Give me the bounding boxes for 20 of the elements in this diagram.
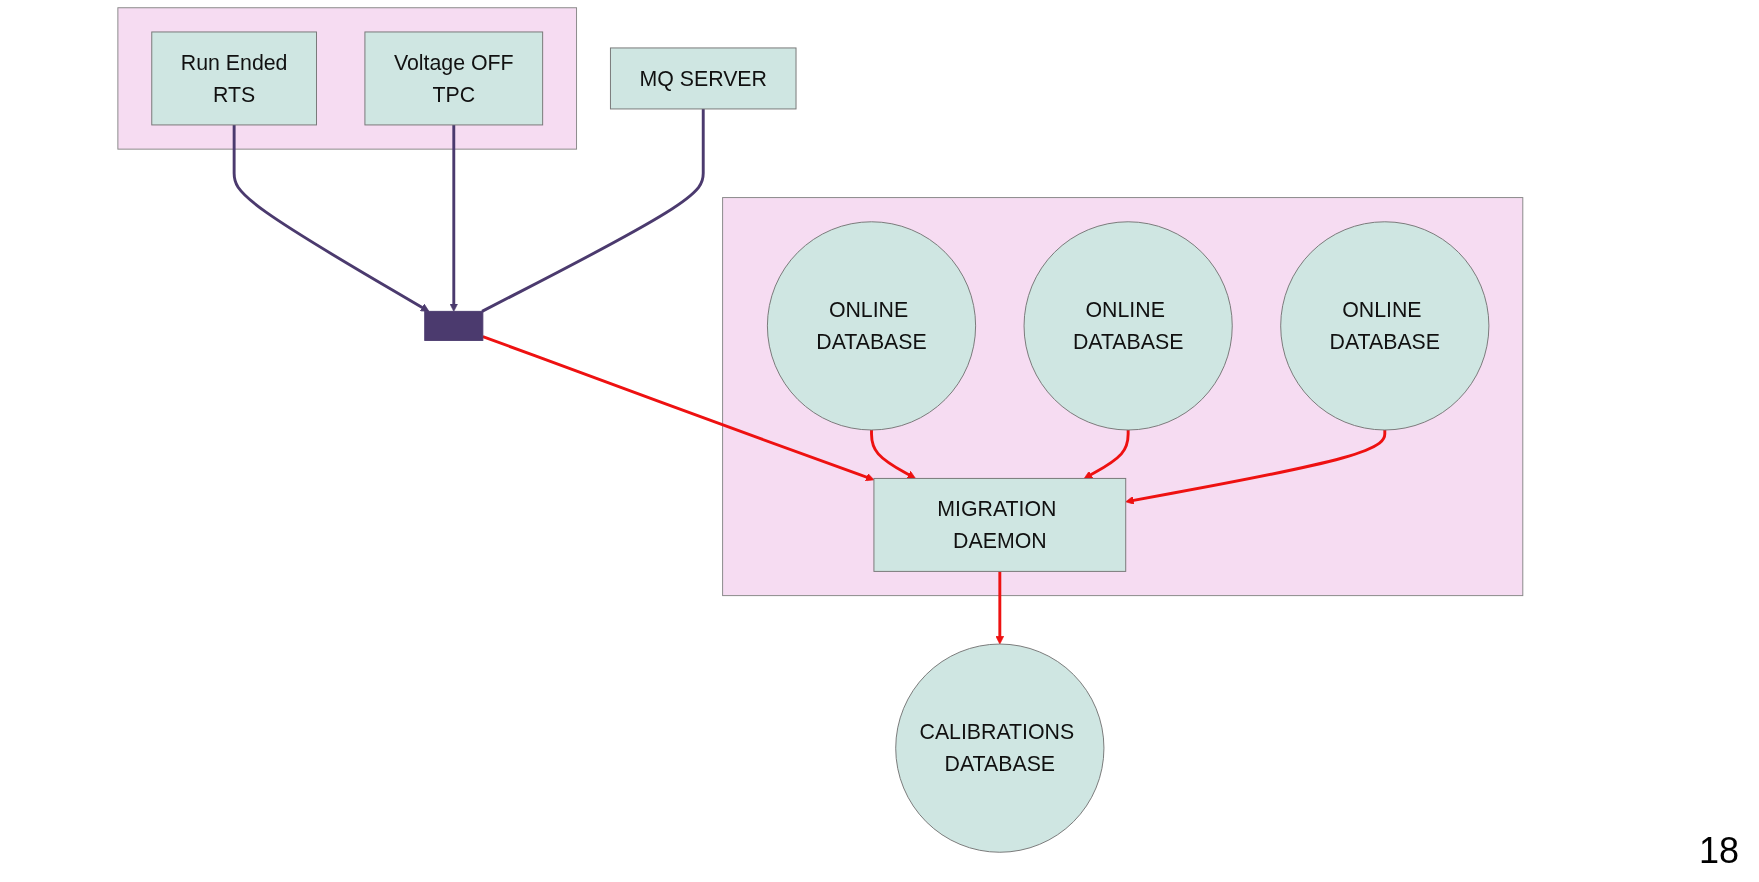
node-box: MQ SERVER [609, 47, 797, 110]
node-circle: ONLINE DATABASE [766, 221, 976, 431]
connector [481, 108, 705, 313]
arrow [449, 124, 458, 312]
arrow [995, 571, 1004, 645]
node-bar [423, 310, 483, 341]
node-box: Voltage OFF TPC [364, 31, 543, 126]
node-circle: ONLINE DATABASE [1023, 221, 1233, 431]
node-box: Run Ended RTS [150, 31, 317, 126]
arrow [232, 124, 429, 312]
cluster [721, 197, 1523, 597]
cluster [117, 7, 577, 150]
arrow [869, 430, 916, 479]
arrow [1125, 430, 1386, 505]
node-circle: ONLINE DATABASE [1279, 221, 1490, 431]
arrow [1083, 430, 1130, 479]
node-box: MIGRATION DAEMON [873, 477, 1126, 572]
node-circle: CALIBRATIONS DATABASE [894, 643, 1105, 853]
arrow [482, 335, 874, 482]
page-number: 18 [1698, 830, 1739, 871]
